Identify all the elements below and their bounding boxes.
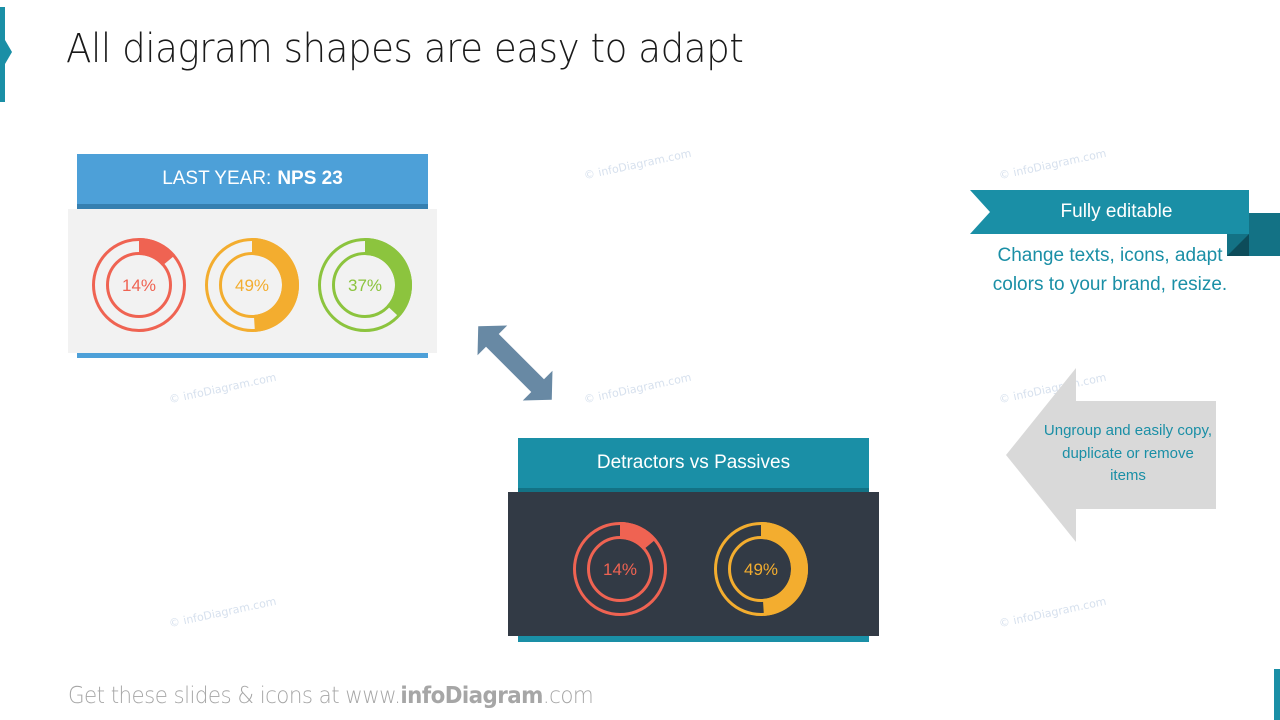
- donut-label: 14%: [122, 276, 156, 295]
- donut-inner-ring: [332, 252, 398, 318]
- last-year-footer-bar: [77, 353, 428, 358]
- donut-segment: [365, 238, 412, 318]
- detractors-footer-bar: [518, 636, 869, 642]
- donut-label: 37%: [348, 276, 382, 295]
- fully-editable-ribbon: Fully editable: [970, 190, 1249, 234]
- left-accent-bar: [0, 7, 5, 102]
- donut-label: 14%: [603, 560, 637, 579]
- donut-chart: 49%: [712, 520, 810, 618]
- donut-inner-ring: [728, 536, 794, 602]
- footer-prefix: Get these slides & icons at www.: [68, 683, 401, 709]
- donut-label: 49%: [744, 560, 778, 579]
- ribbon-description: Change texts, icons, adapt colors to you…: [992, 245, 1228, 295]
- donut-segment: [252, 238, 299, 332]
- ribbon-fold-shadow: [1227, 234, 1249, 256]
- footer-brand: infoDiagram: [400, 683, 543, 709]
- footer-suffix: .com: [542, 683, 594, 709]
- donut-inner-ring: [106, 252, 172, 318]
- watermark: © infoDiagram.com: [167, 370, 278, 407]
- watermark: © infoDiagram.com: [167, 594, 278, 631]
- donut-chart: 14%: [90, 236, 188, 334]
- donut-segment: [761, 522, 808, 616]
- donut-inner-ring: [219, 252, 285, 318]
- watermark: © infoDiagram.com: [582, 146, 693, 183]
- donut-chart: 49%: [203, 236, 301, 334]
- watermark: © infoDiagram.com: [997, 594, 1108, 631]
- ungroup-description: Ungroup and easily copy, duplicate or re…: [1043, 422, 1213, 484]
- footer-credit: Get these slides & icons at www.infoDiag…: [68, 683, 594, 709]
- detractors-header: Detractors vs Passives: [518, 438, 869, 493]
- detractors-panel: [508, 492, 879, 636]
- donut-inner-ring: [587, 536, 653, 602]
- nps-value: NPS 23: [277, 168, 343, 189]
- last-year-header: LAST YEAR: NPS 23: [77, 154, 428, 209]
- watermark: © infoDiagram.com: [997, 146, 1108, 183]
- bottom-right-accent-bar: [1274, 669, 1280, 720]
- donut-chart: 14%: [571, 520, 669, 618]
- watermark: © infoDiagram.com: [582, 370, 693, 407]
- left-accent-notch: [5, 40, 12, 64]
- double-arrow-icon: [470, 318, 560, 413]
- donut-segment: [139, 238, 176, 266]
- left-arrow-shape: [1006, 368, 1216, 547]
- page-title: All diagram shapes are easy to adapt: [66, 26, 744, 72]
- donut-segment: [620, 522, 657, 550]
- ribbon-label: Fully editable: [1060, 201, 1173, 222]
- donut-label: 49%: [235, 276, 269, 295]
- last-year-label: LAST YEAR:: [162, 168, 272, 189]
- donut-chart: 37%: [316, 236, 414, 334]
